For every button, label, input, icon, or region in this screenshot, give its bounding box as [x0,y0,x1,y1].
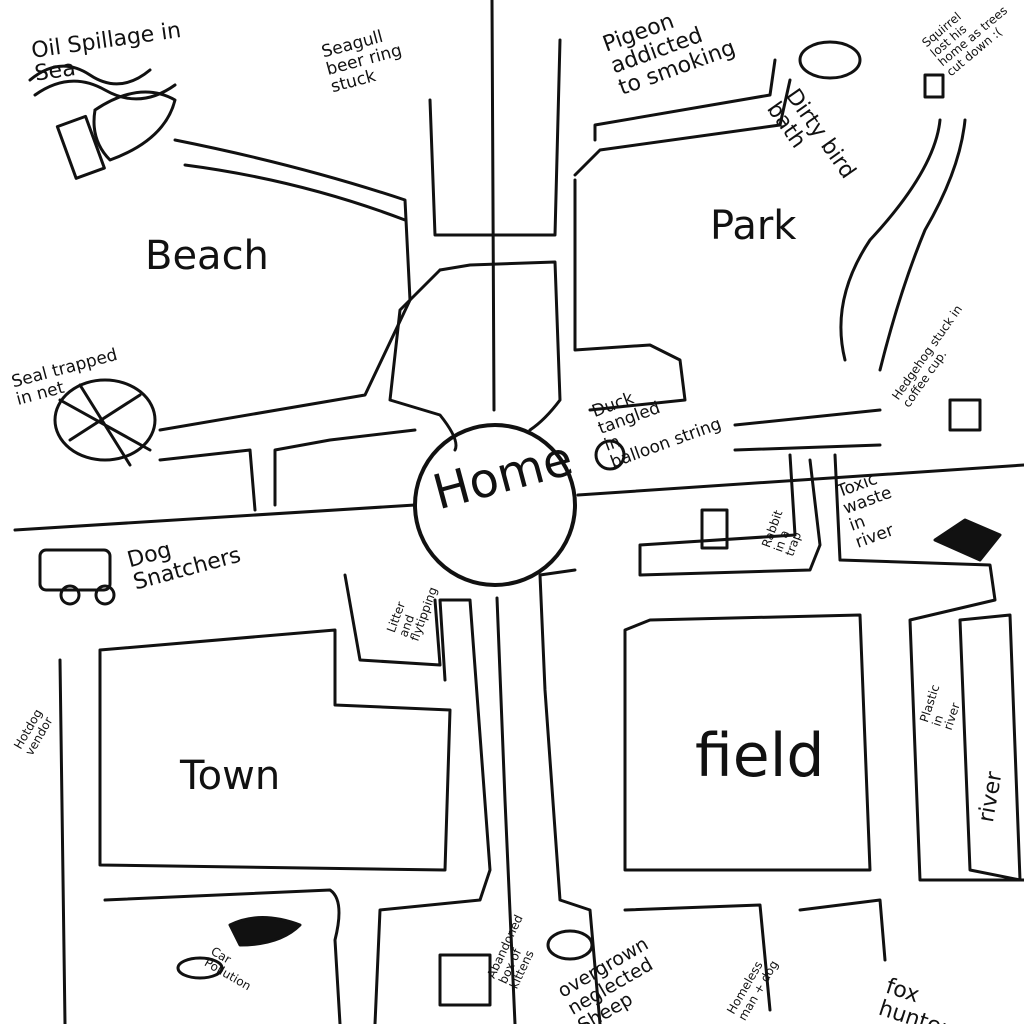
beach-label: Beach [145,233,269,279]
field-outline [623,613,872,872]
main-horizontal-road [13,463,1024,532]
field-label: field [695,721,825,791]
park-label: Park [710,203,797,249]
home-circle [413,423,577,587]
town-label: Town [180,753,281,799]
main-vertical-road [490,0,517,1024]
town-block [98,628,452,872]
